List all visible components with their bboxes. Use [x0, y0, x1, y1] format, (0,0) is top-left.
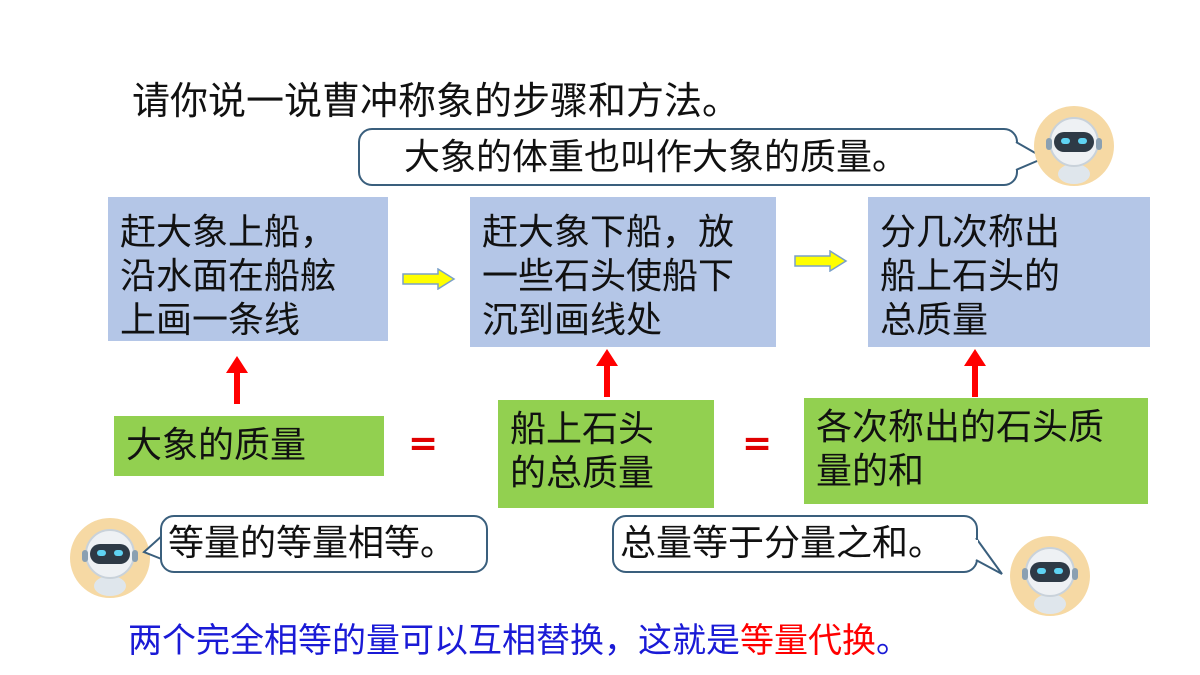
step-box-1: 赶大象上船， 沿水面在船舷 上画一条线	[108, 197, 388, 341]
equals-sign-1: =	[408, 423, 439, 464]
speech-bubble-right: 总量等于分量之和。	[612, 515, 978, 573]
quantity-box-3: 各次称出的石头质 量的和	[804, 398, 1148, 504]
right-arrow-icon	[402, 268, 456, 290]
up-arrow-icon	[226, 356, 248, 404]
speech-bubble-right-text: 总量等于分量之和。	[620, 523, 945, 564]
up-arrow-icon	[964, 349, 986, 397]
speech-bubble-top-text: 大象的体重也叫作大象的质量。	[404, 137, 909, 178]
step-box-2: 赶大象下船，放 一些石头使船下 沉到画线处	[470, 197, 776, 347]
quantity-box-1: 大象的质量	[114, 416, 384, 476]
speech-bubble-top: 大象的体重也叫作大象的质量。	[358, 128, 1018, 186]
conclusion-part-3: 。	[876, 621, 910, 661]
robot-icon	[1034, 106, 1114, 186]
speech-bubble-left: 等量的等量相等。	[160, 515, 488, 573]
conclusion-highlight: 等量代换	[740, 621, 876, 661]
right-arrow-icon	[794, 250, 848, 272]
equals-sign-2: =	[742, 423, 773, 464]
conclusion-text: 两个完全相等的量可以互相替换，这就是等量代换。	[128, 616, 910, 666]
up-arrow-icon	[596, 349, 618, 397]
quantity-box-2: 船上石头 的总质量	[498, 400, 714, 508]
page-title: 请你说一说曹冲称象的步骤和方法。	[132, 79, 741, 123]
speech-bubble-right-tail	[970, 537, 1003, 575]
conclusion-part-1: 两个完全相等的量可以互相替换，这就是	[128, 621, 740, 661]
step-box-3: 分几次称出 船上石头的 总质量	[868, 197, 1150, 347]
robot-icon	[1010, 536, 1090, 616]
robot-icon	[70, 518, 150, 598]
speech-bubble-left-text: 等量的等量相等。	[168, 523, 457, 564]
